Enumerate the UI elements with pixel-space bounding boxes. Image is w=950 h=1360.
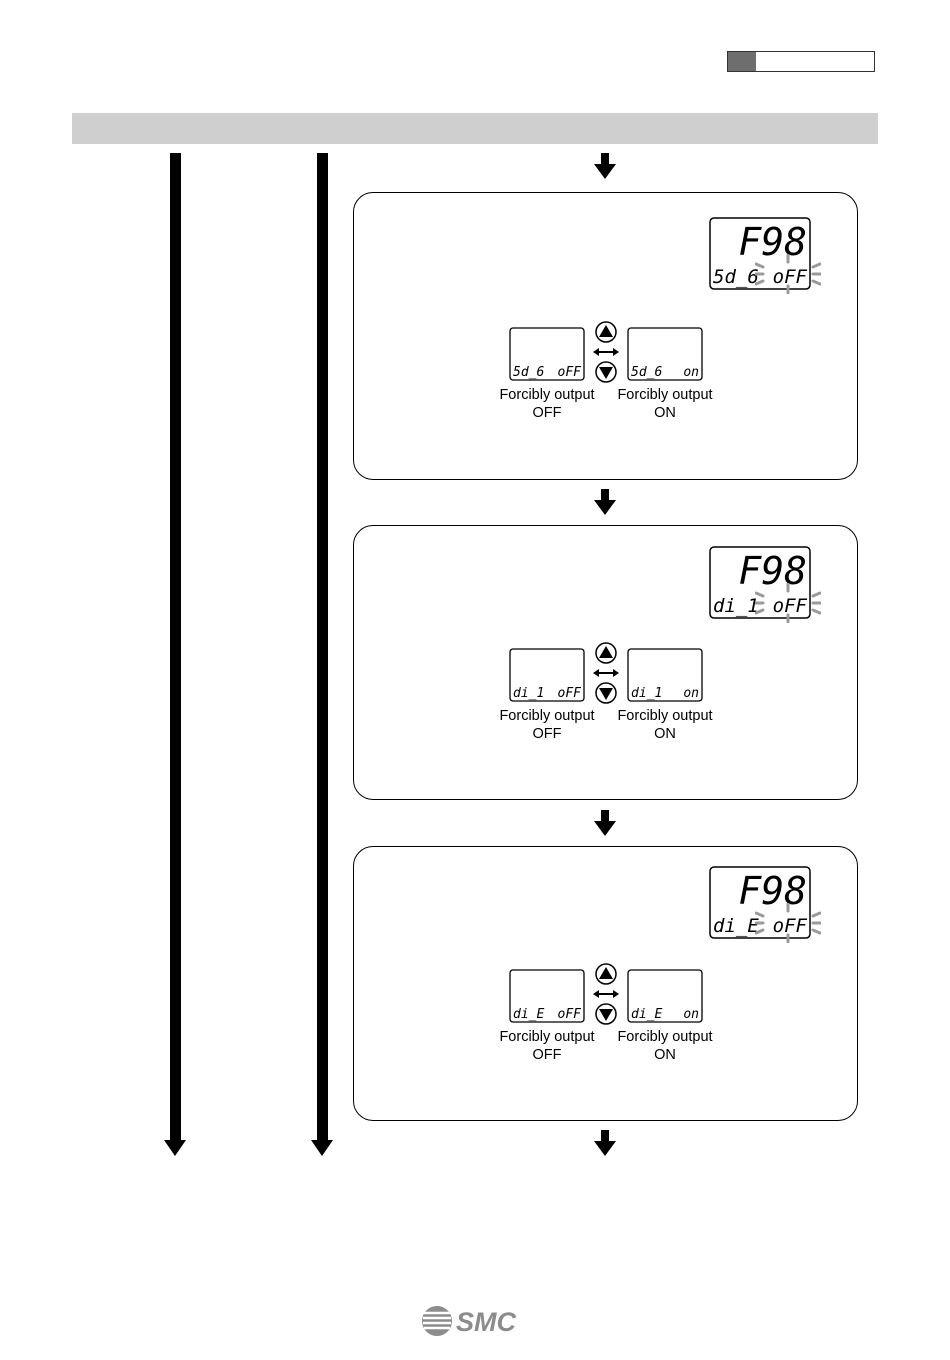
- caption-forcibly-output-off: Forcibly output OFF: [486, 1028, 608, 1064]
- caption-line2: OFF: [486, 725, 608, 743]
- up-down-buttons-icon: [592, 642, 620, 704]
- caption-line2: ON: [604, 1046, 726, 1064]
- lcd-option-left-text: di_1: [631, 686, 662, 701]
- lcd-option-right-text: on: [683, 365, 699, 380]
- lcd-option-right-text: oFF: [558, 1007, 583, 1022]
- caption-forcibly-output-on: Forcibly output ON: [604, 707, 726, 743]
- up-down-buttons-icon: [592, 963, 620, 1025]
- lcd-option-left-text: 5d_6: [631, 365, 662, 380]
- lcd-option-left-text: di_E: [631, 1007, 662, 1022]
- lcd-option-left-text: di_1: [513, 686, 544, 701]
- up-down-buttons-icon: [592, 321, 620, 383]
- caption-forcibly-output-on: Forcibly output ON: [604, 1028, 726, 1064]
- lcd-option-on: di_1 on: [627, 648, 703, 702]
- flow-line-middle-arrowhead: [311, 1140, 333, 1156]
- flow-arrow-down-icon: [594, 153, 616, 179]
- lcd-option-off: di_E oFF: [509, 969, 585, 1023]
- page-section-tab-fill: [728, 52, 756, 71]
- lcd-option-off: di_1 oFF: [509, 648, 585, 702]
- lcd-main-bottom-left-text: di_1: [713, 595, 759, 617]
- caption-line1: Forcibly output: [486, 1028, 608, 1046]
- smc-logo-text: SMC: [456, 1307, 517, 1337]
- smc-logo-mark-icon: [422, 1306, 452, 1336]
- lcd-option-left-text: di_E: [513, 1007, 544, 1022]
- lcd-option-right-text: on: [683, 686, 699, 701]
- flow-line-left: [170, 153, 181, 1146]
- caption-line1: Forcibly output: [604, 386, 726, 404]
- flow-arrow-down-icon: [594, 810, 616, 836]
- lcd-option-on: 5d_6 on: [627, 327, 703, 381]
- table-header-band: [72, 113, 878, 144]
- blinking-indicator-icon: [755, 903, 821, 943]
- page-section-tab: [727, 51, 875, 72]
- lcd-option-off: 5d_6 oFF: [509, 327, 585, 381]
- caption-line2: ON: [604, 404, 726, 422]
- caption-line1: Forcibly output: [604, 1028, 726, 1046]
- lcd-option-right-text: on: [683, 1007, 699, 1022]
- caption-line1: Forcibly output: [486, 707, 608, 725]
- blinking-indicator-icon: [755, 254, 821, 294]
- lcd-main-bottom-left-text: 5d_6: [713, 266, 759, 288]
- lcd-option-on: di_E on: [627, 969, 703, 1023]
- lcd-option-right-text: oFF: [558, 686, 583, 701]
- caption-line2: OFF: [486, 1046, 608, 1064]
- flow-line-middle: [317, 153, 328, 1146]
- smc-logo: SMC: [420, 1301, 530, 1341]
- flow-line-left-arrowhead: [164, 1140, 186, 1156]
- caption-forcibly-output-off: Forcibly output OFF: [486, 707, 608, 743]
- flow-arrow-down-icon: [594, 489, 616, 515]
- caption-forcibly-output-off: Forcibly output OFF: [486, 386, 608, 422]
- lcd-option-left-text: 5d_6: [513, 365, 544, 380]
- lcd-main-bottom-left-text: di_E: [713, 915, 759, 937]
- caption-forcibly-output-on: Forcibly output ON: [604, 386, 726, 422]
- lcd-option-right-text: oFF: [558, 365, 583, 380]
- flow-arrow-down-icon: [594, 1130, 616, 1156]
- blinking-indicator-icon: [755, 583, 821, 623]
- caption-line2: OFF: [486, 404, 608, 422]
- caption-line1: Forcibly output: [604, 707, 726, 725]
- caption-line2: ON: [604, 725, 726, 743]
- caption-line1: Forcibly output: [486, 386, 608, 404]
